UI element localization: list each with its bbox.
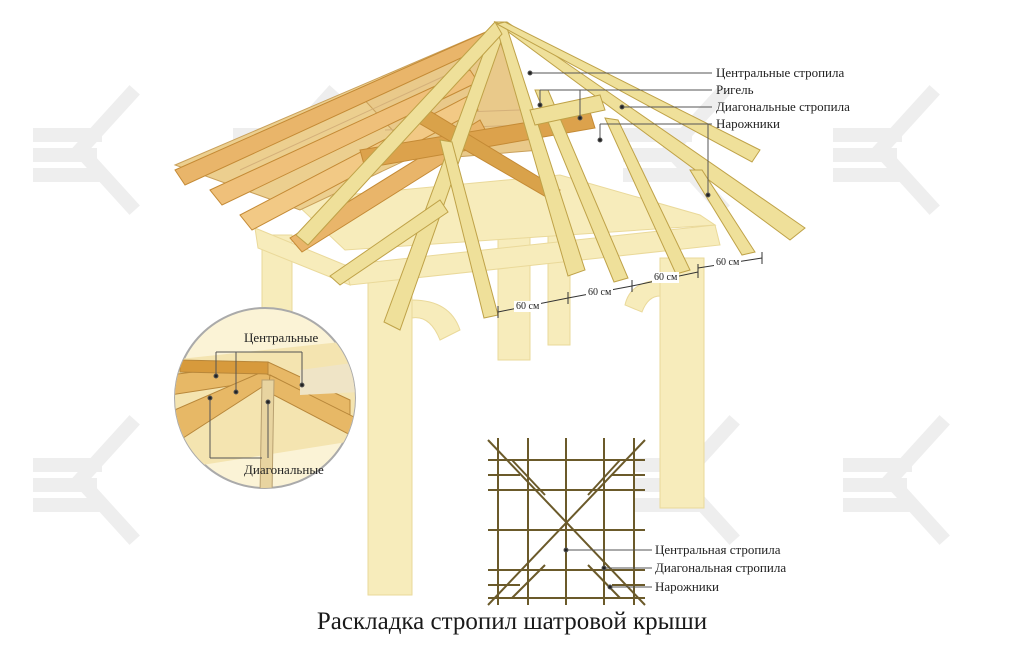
label-narozhniki: Нарожники [716, 116, 781, 131]
bracket-left [411, 299, 461, 341]
rigel-front [529, 94, 606, 126]
plan-label-central: Центральная стропила [655, 542, 781, 557]
watermark-logo [33, 415, 140, 545]
detail-label-diagonal: Диагональные [244, 462, 324, 477]
watermark-logo [33, 85, 140, 215]
watermark-logo [843, 415, 950, 545]
dimension-label-4: 60 см [714, 257, 742, 268]
narozhnik-4 [604, 117, 691, 275]
dimension-label-3: 60 см [652, 272, 680, 283]
watermark-logo [833, 85, 940, 215]
post-front-right [659, 257, 705, 509]
detail-circle [174, 307, 356, 489]
post-front-left [367, 274, 413, 596]
plan-label-diagonal: Диагональная стропила [655, 560, 787, 575]
leader-lines [527, 70, 712, 198]
label-rigel: Ригель [716, 82, 754, 97]
narozhnik-2 [329, 199, 449, 286]
main-rafters [295, 21, 806, 331]
bracket-right [624, 279, 661, 313]
dimension-label-1: 60 см [514, 301, 542, 312]
rafter-central-right [495, 21, 761, 163]
rafter-central-left [295, 21, 503, 246]
diagram-caption: Раскладка стропил шатровой крыши [316, 608, 708, 635]
plan-view [487, 438, 646, 606]
side-beam [254, 227, 351, 286]
dimension-label-2: 60 см [586, 287, 614, 298]
plan-leaders [563, 547, 652, 590]
label-central-rafters: Центральные стропила [716, 65, 845, 80]
narozhnik-5 [689, 169, 756, 256]
label-diagonal-rafters: Диагональные стропила [716, 99, 850, 114]
detail-label-central: Центральные [244, 330, 319, 345]
plan-label-narozhniki: Нарожники [655, 579, 720, 594]
